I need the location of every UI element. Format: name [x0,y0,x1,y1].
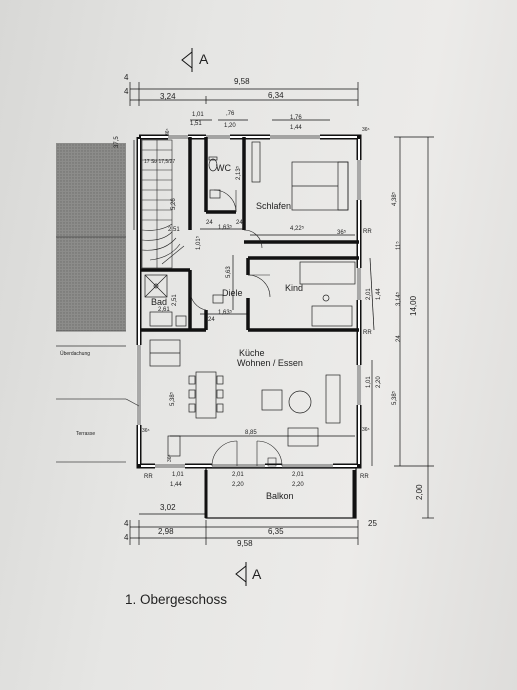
dim-163a: 1,63⁵ [218,225,233,231]
dim-251b: 2,51 [172,294,178,306]
sanitary-fixtures [144,156,224,327]
dim-36-mid: 36⁵ [337,230,347,236]
label-terrasse: Terrasse [76,431,96,437]
bedroom-furniture [251,141,356,327]
balcony-outline [204,467,357,519]
dim-25: 25 [368,519,377,528]
door-swings [189,189,283,467]
dim-144-top: 1,44 [290,125,302,131]
dim-144-mid: 1,44 [376,288,382,300]
dim-36-br: 36⁵ [362,427,370,433]
dim-101-bl: 1,01 [172,472,184,478]
dim-422: 4,22⁵ [290,226,305,232]
dim-201-b1: 2,01 [232,472,244,478]
dim-76: ,76 [226,111,235,117]
dim-bottom-4a: 4 [124,519,129,528]
living-furniture [149,339,341,457]
dim-top-total: 9,58 [234,77,250,86]
rr-bottom-right: RR [360,474,369,480]
dim-885: 8,85 [245,430,257,436]
rr-mid: RR [363,330,372,336]
dim-151: 1,51 [190,121,202,127]
dim-top-left: 3,24 [160,92,176,101]
dim-101v: 1,01⁵ [196,235,202,250]
dim-top-4a: 4 [124,73,129,82]
dim-176: 1,76 [290,115,302,121]
dim-298: 2,98 [158,527,174,536]
room-label-balkon: Balkon [266,491,294,501]
dim-120: 1,20 [224,123,236,129]
room-label-schlafen: Schlafen [256,201,292,211]
room-label-kind: Kind [285,283,304,293]
room-label-wohnen: Wohnen / Essen [237,358,303,368]
rr-top-right: RR [363,229,372,235]
dim-220-b2: 2,20 [292,482,304,488]
dim-220-b1: 2,20 [232,482,244,488]
dim-36-tl: 36⁵ [165,128,171,136]
dim-101c: 1,01 [366,376,372,388]
dim-201: 2,01 [366,288,372,300]
dim-375: 37,5 [114,136,120,148]
interior-walls [141,137,359,332]
dim-36-tr: 36⁵ [362,127,370,133]
dim-526: 5,26 [171,198,177,210]
plan-title: 1. Obergeschoss [125,592,228,607]
section-label-top: A [199,51,209,67]
dim-201-b2: 2,01 [292,472,304,478]
dim-438: 4,38⁵ [392,191,398,206]
dim-1400: 14,00 [409,295,418,316]
dim-24d: 24 [208,317,215,323]
stair-note: 17 St/ 17,5/27 [144,159,176,165]
dim-635: 6,35 [268,527,284,536]
dim-bottom-total: 9,58 [237,539,253,548]
dim-261: 2,61 [158,307,170,313]
dim-563: 5,63 [226,266,232,278]
dim-top-4b: 4 [124,87,129,96]
site-lines [56,345,140,407]
room-label-diele: Diele [222,288,243,298]
dim-314: 3,14⁵ [396,291,402,306]
dim-115: 11⁵ [396,241,402,250]
dim-213: 2,13⁵ [236,165,242,180]
dim-24c: 24 [396,335,402,342]
dim-top-right: 6,34 [268,91,284,100]
rr-bottom-left: RR [144,474,153,480]
dim-bottom-4b: 4 [124,533,129,542]
section-markers [181,48,247,586]
dimension-lines [129,82,434,545]
dim-24b: 24 [236,220,243,226]
dim-163b: 1,63⁵ [218,310,233,316]
staircase [141,139,185,269]
dim-101: 1,01 [192,112,204,118]
room-label-bad: Bad [151,297,168,307]
dim-36-bl: 36⁵ [142,428,150,434]
room-label-kueche: Küche [239,348,265,358]
dim-251: 2,51 [168,227,180,233]
room-label-wc: WC [216,163,231,173]
dim-538a: 5,38⁵ [170,391,176,406]
dim-24a: 24 [206,220,213,226]
dim-36-b: 36⁵ [167,454,173,462]
dim-538b: 5,38⁵ [392,390,398,405]
section-label-bottom: A [252,566,262,582]
dim-200: 2,00 [415,484,424,500]
label-ueberdachung: Überdachung [60,351,91,357]
dim-220a: 2,20 [376,376,382,388]
dim-144-bl: 1,44 [170,482,182,488]
dim-302: 3,02 [160,503,176,512]
